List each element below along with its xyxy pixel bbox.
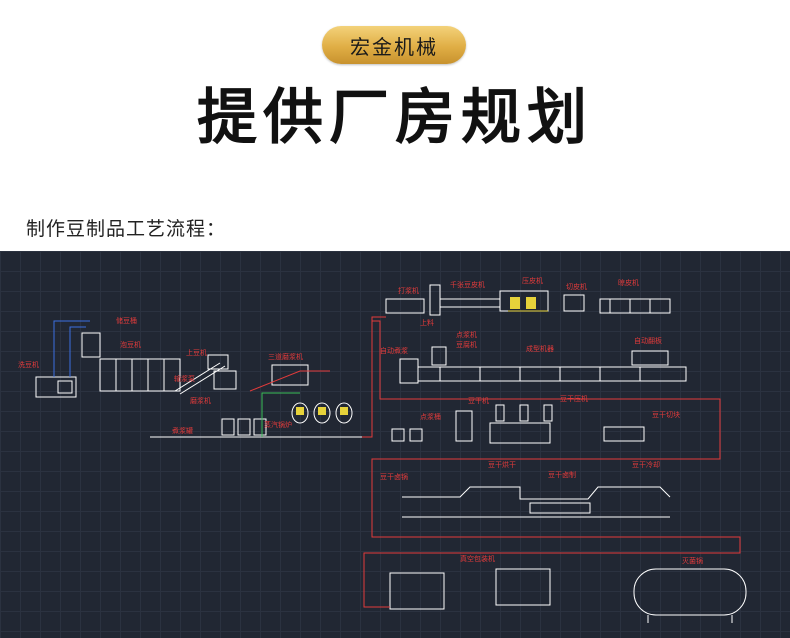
label-r2-c: 豆腐机: [456, 340, 477, 349]
label-r1-a: 打浆机: [398, 286, 419, 295]
label-r1-c: 压皮机: [522, 276, 543, 285]
label-sep: 三道磨浆机: [268, 352, 303, 361]
label-r2-b: 点浆机: [456, 330, 477, 339]
soak-tanks: [99, 358, 181, 392]
label-wash: 洗豆机: [18, 360, 39, 369]
label-r4-d: 豆干冷却: [632, 460, 660, 469]
sterilizer: [633, 568, 747, 616]
vacuum-packer-2: [495, 568, 551, 606]
label-r1-f: 上料: [420, 318, 434, 327]
storage-tank: [81, 332, 101, 358]
process-flow-svg: 洗豆机 储豆桶 泡豆机 上豆机 三道磨浆机 输浆泵 磨浆机 煮浆罐 蒸汽锅炉 打…: [18, 276, 747, 623]
label-r1-b: 千张豆皮机: [450, 280, 485, 289]
label-grinder-up: 上豆机: [186, 348, 207, 357]
label-r1-e: 晾皮机: [618, 278, 639, 287]
label-cooker: 煮浆罐: [172, 426, 193, 435]
label-r3-c: 豆干压机: [560, 394, 588, 403]
label-r5-b: 灭菌锅: [682, 556, 703, 565]
conveyor: [174, 362, 221, 392]
vacuum-packer-1: [389, 572, 445, 610]
label-r3-d: 豆干切块: [652, 410, 680, 419]
label-r3-b: 豆干机: [468, 396, 489, 405]
brand-badge: 宏金机械: [322, 26, 466, 64]
label-r2-d: 成型机器: [526, 344, 554, 353]
label-tank: 储豆桶: [116, 316, 137, 325]
cad-process-diagram: 洗豆机 储豆桶 泡豆机 上豆机 三道磨浆机 输浆泵 磨浆机 煮浆罐 蒸汽锅炉 打…: [0, 251, 790, 638]
label-r2-a: 自动煮浆: [380, 346, 408, 355]
grinder-set: [271, 364, 309, 386]
label-r1-d: 切皮机: [566, 282, 587, 291]
label-boiler: 蒸汽锅炉: [264, 420, 292, 429]
label-pump: 输浆泵: [174, 374, 195, 383]
label-mill: 磨浆机: [190, 396, 211, 405]
label-r3-a: 点浆桶: [420, 412, 441, 421]
label-r2-e: 自动翻板: [634, 336, 662, 345]
label-r4-b: 豆干烘干: [488, 460, 516, 469]
page-title: 提供厂房规划: [197, 83, 593, 153]
label-r4-a: 豆干卤锅: [380, 472, 408, 481]
label-soak: 泡豆机: [120, 340, 141, 349]
label-r4-c: 豆干卤制: [548, 470, 576, 479]
washer-machine: [35, 376, 77, 398]
section-subtitle: 制作豆制品工艺流程：: [26, 218, 227, 240]
label-r5-a: 真空包装机: [460, 554, 495, 563]
